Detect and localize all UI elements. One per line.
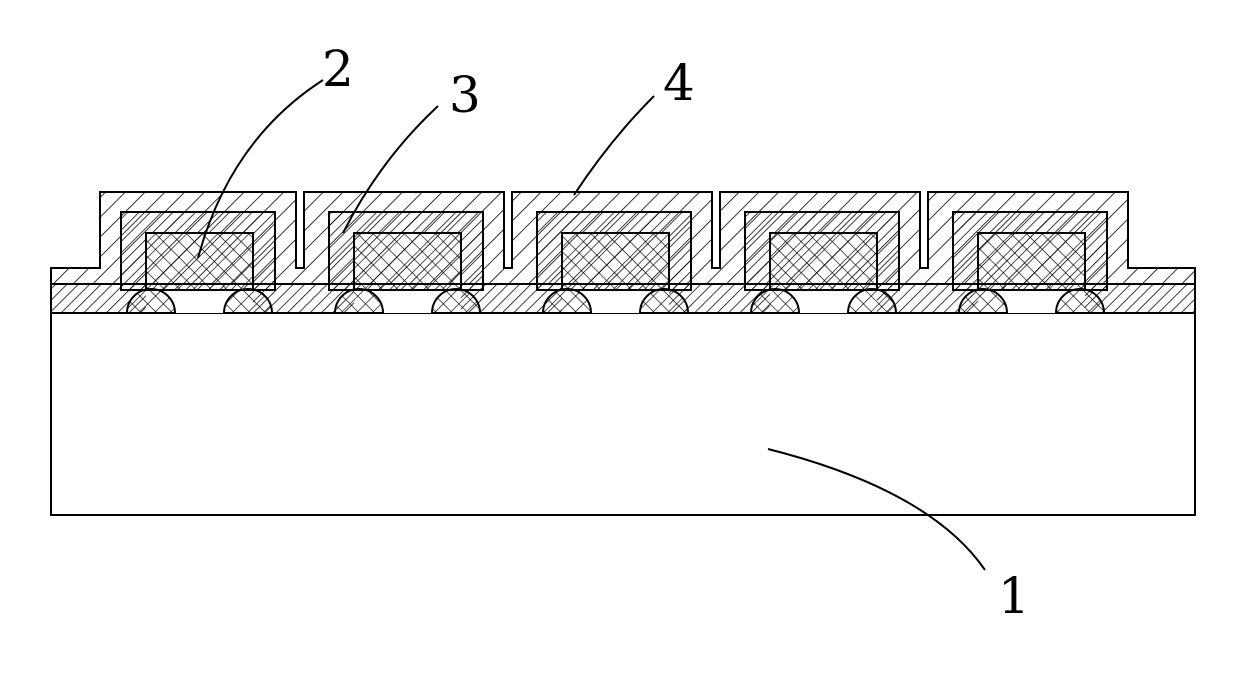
label-encapsulant: 3 bbox=[449, 66, 481, 124]
die bbox=[562, 233, 669, 290]
die bbox=[978, 233, 1085, 290]
label-die: 2 bbox=[322, 40, 354, 98]
component-group bbox=[51, 212, 1195, 313]
die bbox=[146, 233, 253, 290]
label-substrate: 1 bbox=[998, 567, 1030, 625]
leader-line-shield bbox=[574, 96, 654, 195]
die bbox=[770, 233, 877, 290]
die bbox=[354, 233, 461, 290]
substrate-layer bbox=[51, 313, 1195, 515]
label-shield: 4 bbox=[663, 54, 695, 112]
